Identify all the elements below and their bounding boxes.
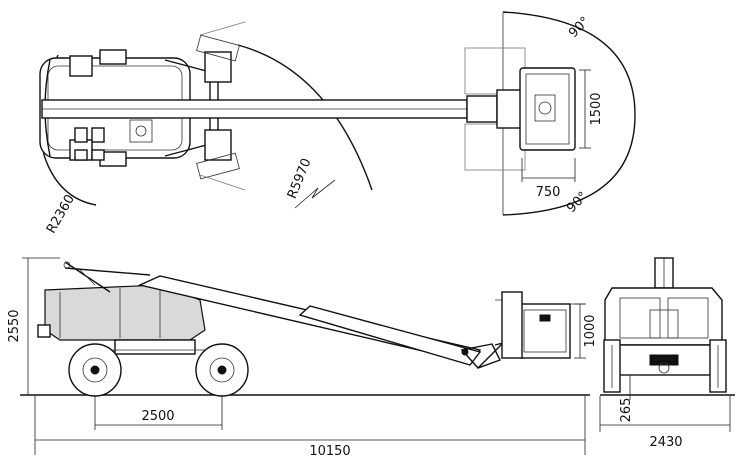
platform-depth-label: 750 [536,185,561,200]
top-boom [41,95,498,123]
platform-width-label: 1500 [589,92,604,125]
platform-height-label: 1000 [583,314,598,347]
rear-dimensions: 2430 265 [599,374,731,450]
side-dimensions: 2550 1000 2500 10150 [7,257,598,459]
tail-radius-label: R2360 [44,192,78,236]
side-view: 2550 1000 2500 10150 [7,257,598,459]
boom-swing-arc [237,44,373,191]
rotation-bottom-label: 90° [564,189,591,216]
side-platform [495,291,585,359]
rotation-top-label: 90° [566,14,593,41]
platform-rotation-arc [502,11,636,216]
stowed-height-label: 2550 [7,309,22,342]
lift-cylinders [63,261,151,293]
top-view: 1500 750 90° 90° R5970 R2360 [39,11,636,236]
overall-width-label: 2430 [649,435,682,450]
rear-view: 2430 265 [599,257,735,450]
overall-length-label: 10150 [309,444,350,459]
side-wheels [68,343,249,397]
ground-clearance-label: 265 [619,398,634,423]
wheelbase-label: 2500 [141,409,174,424]
side-boom [137,275,516,369]
top-platform [464,47,576,171]
